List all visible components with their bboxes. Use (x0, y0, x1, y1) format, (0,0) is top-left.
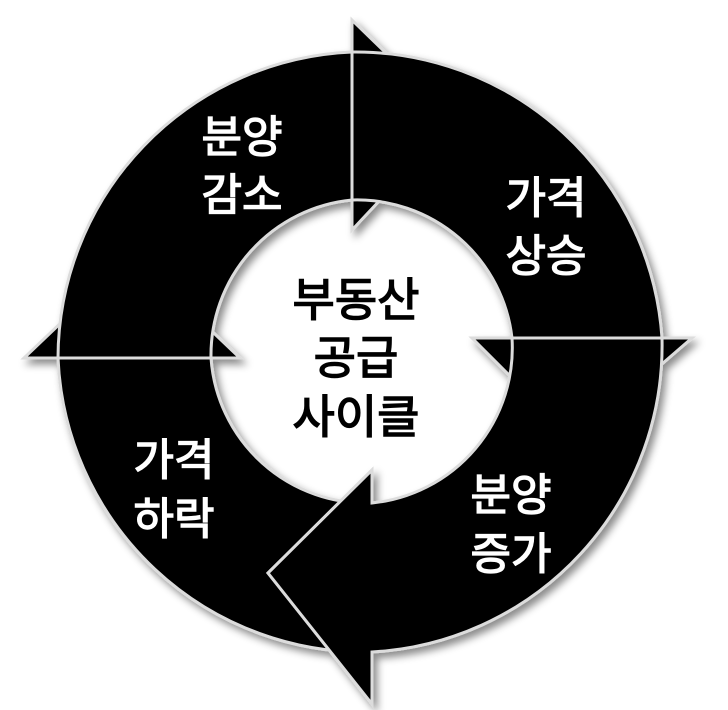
segment-label-supply-increase-line2: 증가 (471, 529, 552, 580)
segment-label-supply-decrease-line1: 분양 (202, 112, 283, 163)
segment-label-price-rise-line1: 가격 (506, 173, 587, 224)
segment-label-price-fall-line2: 하락 (134, 494, 215, 545)
segment-label-price-fall-line1: 가격 (134, 435, 215, 486)
center-title-line2: 공급 (314, 331, 399, 385)
segment-label-supply-decrease-line2: 감소 (202, 170, 283, 221)
segment-label-supply-increase-line1: 분양 (471, 470, 552, 521)
center-title-line1: 부동산 (293, 273, 420, 327)
segment-label-price-rise-line2: 상승 (506, 231, 587, 282)
cycle-arrow-supply-increase (265, 336, 664, 709)
center-title-line3: 사이클 (293, 390, 420, 444)
